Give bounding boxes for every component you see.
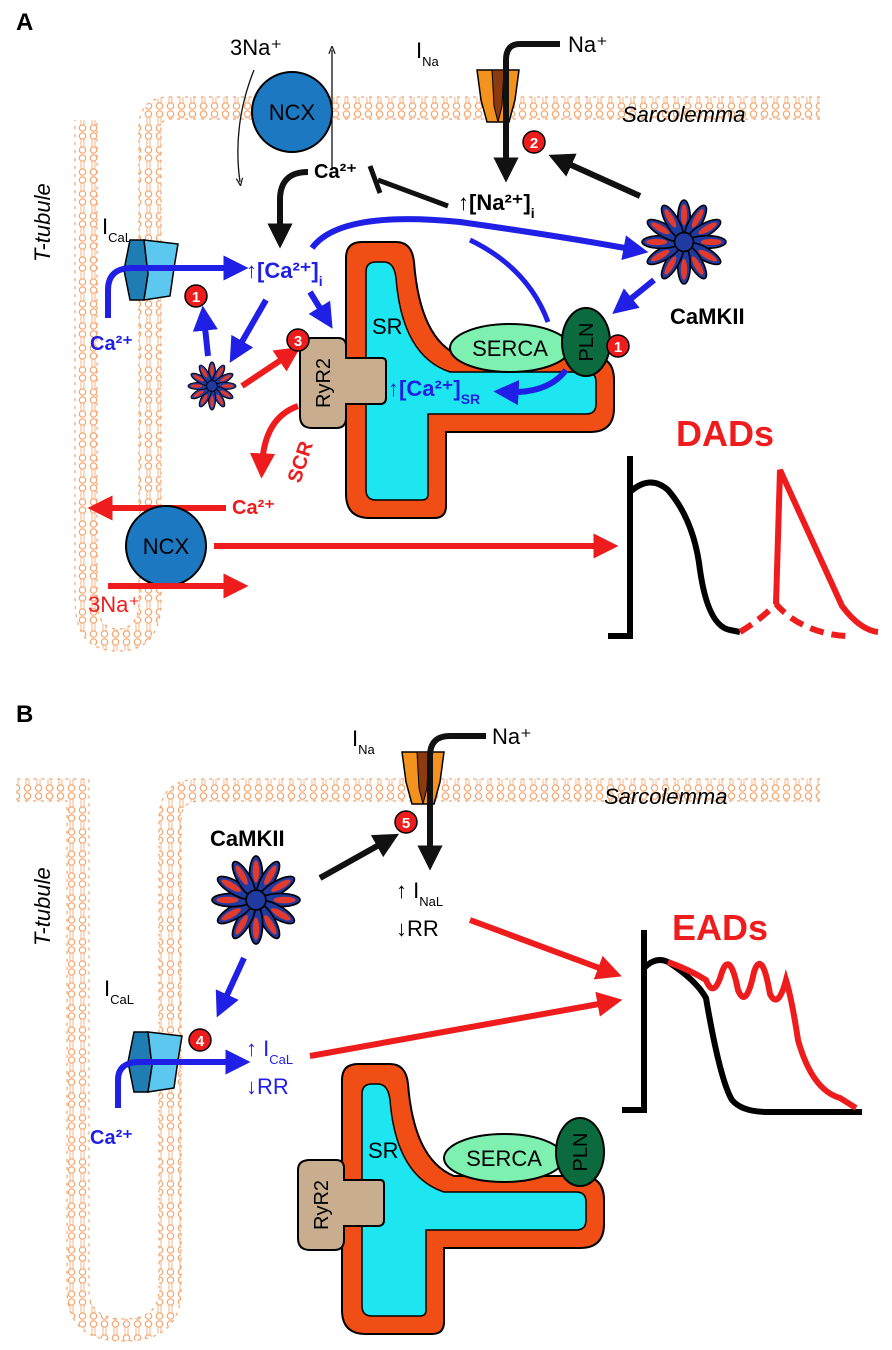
badge-1-pln bbox=[606, 334, 630, 358]
panel-a: A Sarcolemma T-tubule NCX 3Na⁺ INa Na⁺ 2… bbox=[16, 9, 879, 652]
ina-label: INa bbox=[416, 38, 440, 69]
ical-effect-line2: ↓RR bbox=[246, 1074, 289, 1099]
na-i-label: ↑[Na²⁺]i bbox=[458, 190, 535, 221]
ical-b-label: ICaL bbox=[104, 976, 134, 1007]
dad-depolarization-dashed bbox=[738, 599, 851, 639]
camkii-a-label: CaMKII bbox=[670, 304, 745, 329]
ina-ion: Na⁺ bbox=[568, 32, 608, 57]
pln-b-label: PLN bbox=[570, 1133, 592, 1172]
badge-4-label: 4 bbox=[196, 1033, 205, 1050]
camkii-b: CaMKII bbox=[210, 826, 301, 945]
ead-oscillations bbox=[666, 959, 858, 1111]
ca-sr-label: ↑[Ca²⁺]SR bbox=[388, 376, 480, 407]
inal-line1: ↑ INaL bbox=[396, 878, 443, 909]
scr-label: SCR bbox=[284, 438, 318, 485]
ncx-top: NCX 3Na⁺ bbox=[230, 35, 332, 182]
badge-1-pln-label: 1 bbox=[614, 339, 622, 356]
camkii-to-pln-arrow bbox=[612, 277, 656, 314]
ncx-bottom: NCX bbox=[125, 505, 207, 587]
inhibition-bar bbox=[367, 165, 383, 194]
panel-b: B Sarcolemma T-tubule INa Na⁺ 5 CaMKII ↑… bbox=[16, 701, 862, 1342]
small-camkii-to-ltcc-arrow bbox=[192, 305, 218, 357]
sr-b-lumen bbox=[361, 1083, 587, 1317]
cai-to-ryr2-arrow bbox=[307, 290, 333, 329]
ical-to-ead-arrow bbox=[309, 991, 623, 1059]
ical-a-influx-arrow bbox=[105, 255, 249, 318]
ical-b-influx-arrow bbox=[115, 1049, 251, 1108]
camkii-to-ina-arrow bbox=[548, 153, 642, 199]
ical-b-ion: Ca²⁺ bbox=[90, 1127, 133, 1149]
camkii-to-ina-arrow-b bbox=[318, 833, 399, 881]
badge-5 bbox=[394, 810, 418, 834]
cai-to-camkii-arrow bbox=[309, 216, 649, 261]
dad-action-potential bbox=[608, 456, 741, 639]
ina-b-influx-arrow bbox=[417, 733, 486, 871]
scr-arrow bbox=[249, 403, 300, 479]
camkii-small-icon bbox=[187, 361, 237, 411]
badge-5-label: 5 bbox=[402, 815, 410, 832]
ina-b-ion: Na⁺ bbox=[492, 724, 532, 749]
na-inhibits-ncx-line bbox=[377, 177, 449, 209]
ca-i-label: ↑[Ca²⁺]i bbox=[246, 258, 323, 289]
camkii-b-label: CaMKII bbox=[210, 826, 285, 851]
inal-line2: ↓RR bbox=[396, 916, 439, 941]
badge-3-label: 3 bbox=[294, 333, 302, 350]
serca-b-label: SERCA bbox=[466, 1146, 542, 1171]
ical-channel-a: ICaL Ca²⁺ 1 bbox=[90, 214, 249, 355]
ca-out-label: Ca²⁺ bbox=[232, 497, 275, 519]
ina-b-label: INa bbox=[352, 726, 376, 757]
sarcolemma-label-b: Sarcolemma bbox=[604, 784, 727, 809]
ncx-bottom-ion: 3Na⁺ bbox=[88, 592, 140, 617]
cai-to-small-camkii-arrow bbox=[229, 298, 269, 363]
camkii-a: CaMKII bbox=[641, 199, 745, 329]
ina-channel-b: INa Na⁺ 5 bbox=[352, 724, 532, 871]
sr-a-label: SR bbox=[372, 314, 403, 339]
ncx-bottom-label: NCX bbox=[143, 534, 190, 559]
badge-3 bbox=[286, 328, 310, 352]
small-camkii-to-ryr2-arrow bbox=[240, 347, 301, 389]
ncx-top-ion: 3Na⁺ bbox=[230, 35, 282, 60]
dads-label: DADs bbox=[676, 413, 774, 454]
ca-top-label: Ca²⁺ bbox=[314, 161, 357, 183]
ical-a-label: ICaL bbox=[102, 214, 132, 245]
ead-action-potential bbox=[622, 930, 862, 1115]
ttubule-label: T-tubule bbox=[30, 183, 55, 262]
ncx-top-na-arrow bbox=[238, 69, 255, 182]
pln-b bbox=[555, 1117, 605, 1187]
ical-effect-line1: ↑ ICaL bbox=[246, 1036, 293, 1067]
panel-a-label: A bbox=[16, 9, 33, 36]
ina-influx-arrow bbox=[493, 41, 560, 183]
ina-channel: INa Na⁺ 2 bbox=[416, 32, 608, 183]
sr-b: SR bbox=[341, 1063, 605, 1335]
panel-b-label: B bbox=[16, 701, 33, 728]
serca-a-label: SERCA bbox=[472, 336, 548, 361]
camkii-to-ltcc-arrow-b bbox=[215, 956, 247, 1018]
inal-to-ead-arrow bbox=[468, 917, 622, 980]
ca-top-arrow bbox=[267, 169, 309, 249]
ical-a-ion: Ca²⁺ bbox=[90, 333, 133, 355]
ical-channel-b: ICaL Ca²⁺ 4 bbox=[90, 976, 251, 1149]
ryr2-b-label: RyR2 bbox=[311, 1180, 333, 1230]
ryr2-a-label: RyR2 bbox=[313, 358, 335, 408]
ncx-top-label: NCX bbox=[269, 100, 316, 125]
ttubule-label-b: T-tubule bbox=[30, 867, 55, 946]
dad-triggered-ap bbox=[773, 468, 879, 635]
camkii-rosette-icon bbox=[641, 199, 727, 285]
sr-b-label: SR bbox=[368, 1138, 399, 1163]
ryr2-b: RyR2 bbox=[297, 1159, 385, 1251]
sarcolemma-label: Sarcolemma bbox=[622, 102, 745, 127]
badge-1-ltcc-label: 1 bbox=[192, 289, 200, 306]
sarcolemma-membrane bbox=[75, 97, 820, 652]
badge-4 bbox=[188, 1028, 212, 1052]
badge-2-label: 2 bbox=[530, 135, 538, 152]
eads-label: EADs bbox=[672, 907, 768, 948]
serca-uptake-curve bbox=[468, 237, 551, 323]
pln-a-label: PLN bbox=[576, 323, 598, 362]
badge-2 bbox=[522, 130, 546, 154]
sarcolemma-membrane-b bbox=[16, 779, 820, 1342]
camkii-rosette-icon-b bbox=[211, 855, 301, 945]
ryr2-a: RyR2 bbox=[299, 337, 387, 429]
serca-pump-arrow bbox=[493, 368, 569, 406]
